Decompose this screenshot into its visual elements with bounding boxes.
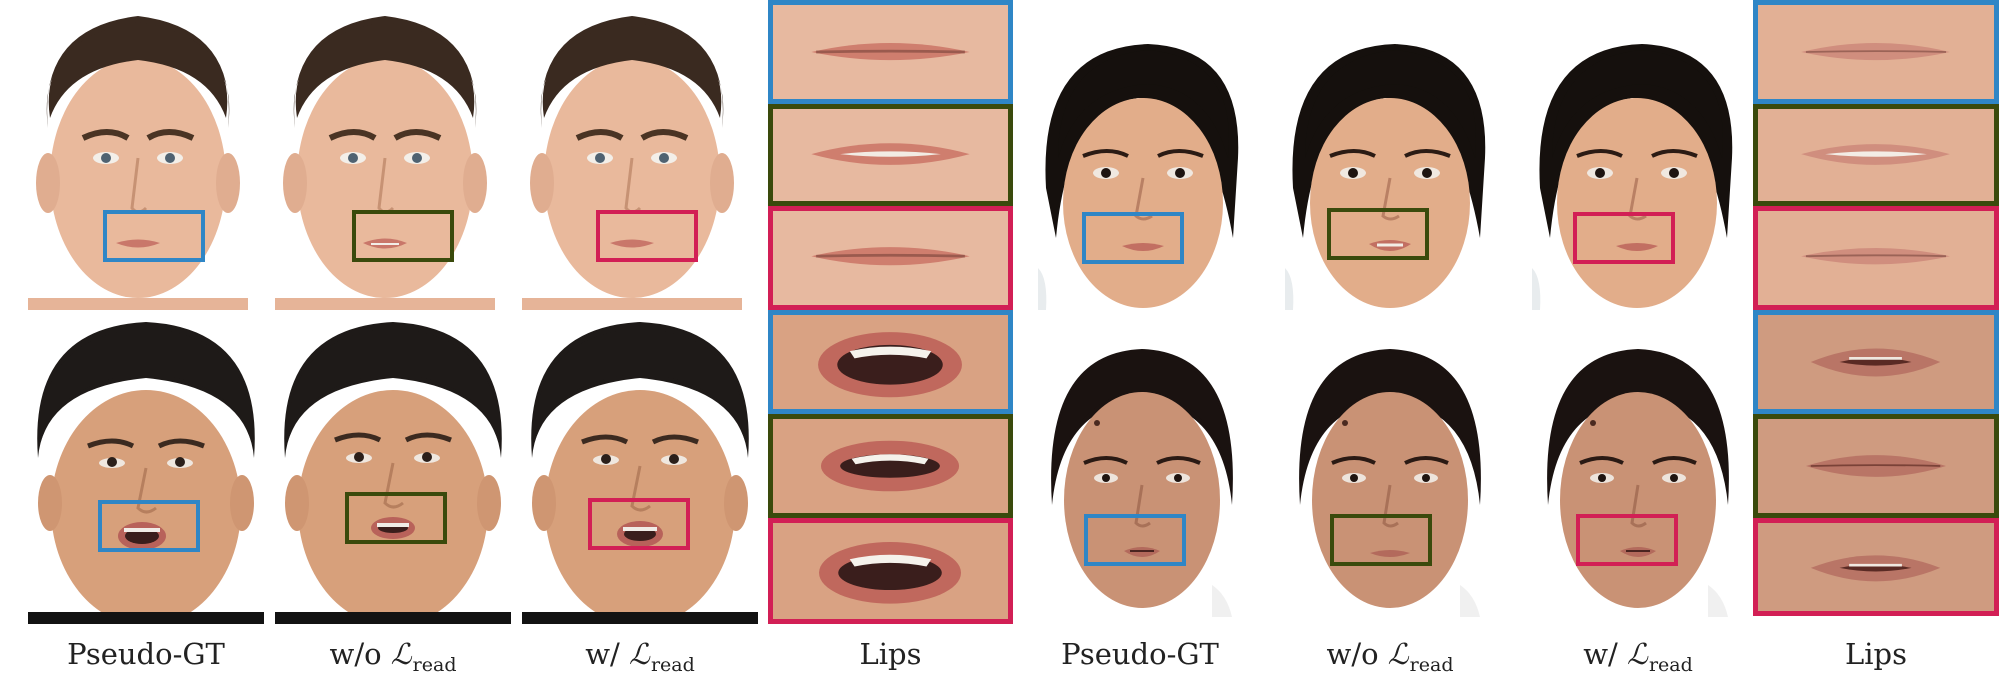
caption-prefix: w/o xyxy=(329,637,382,671)
lips-crop-left-r1-w-read xyxy=(768,206,1013,310)
lips-crop-right-r1-pseudo-gt xyxy=(1753,0,1999,104)
face-left-r2-pseudo-gt xyxy=(28,318,264,624)
loss-symbol: ℒ xyxy=(390,637,412,671)
face-left-r1-pseudo-gt xyxy=(28,8,248,310)
caption-right-lips: Lips xyxy=(1845,637,1907,671)
caption-prefix: w/o xyxy=(1326,637,1379,671)
caption-left-wo-read: w/o ℒread xyxy=(275,632,511,682)
loss-subscript: read xyxy=(1648,654,1693,676)
highlight-box-left-r1-pseudo-gt xyxy=(103,210,205,262)
face-right-r2-pseudo-gt xyxy=(1042,345,1242,617)
caption-left-lips: Lips xyxy=(859,637,922,671)
loss-subscript: read xyxy=(1409,654,1454,676)
face-left-r2-w-read xyxy=(522,318,758,624)
loss-subscript: read xyxy=(412,654,457,676)
highlight-box-left-r1-wo-read xyxy=(352,210,454,262)
face-left-r1-w-read xyxy=(522,8,742,310)
highlight-box-left-r2-w-read xyxy=(588,498,690,550)
loss-symbol: ℒ xyxy=(1627,637,1648,671)
caption-prefix: w/ xyxy=(1583,637,1618,671)
loss-symbol: ℒ xyxy=(1387,637,1409,671)
highlight-box-right-r2-w-read xyxy=(1576,514,1678,566)
highlight-box-right-r1-pseudo-gt xyxy=(1082,212,1184,264)
lips-crop-right-r2-wo-read xyxy=(1753,414,1999,518)
face-right-r2-wo-read xyxy=(1290,345,1490,617)
lips-crop-left-r2-pseudo-gt xyxy=(768,310,1013,414)
lips-crop-left-r2-wo-read xyxy=(768,414,1013,518)
caption-left-w-read: w/ ℒread xyxy=(522,632,758,682)
face-right-r1-wo-read xyxy=(1285,38,1490,310)
caption-right-w-read: w/ ℒread xyxy=(1528,632,1748,682)
highlight-box-right-r1-wo-read xyxy=(1327,208,1429,260)
face-left-r2-wo-read xyxy=(275,318,511,624)
highlight-box-right-r2-pseudo-gt xyxy=(1084,514,1186,566)
caption-right-pseudo-gt: Pseudo-GT xyxy=(1061,637,1219,671)
lips-crop-right-r2-w-read xyxy=(1753,518,1999,616)
loss-symbol: ℒ xyxy=(629,637,650,671)
face-right-r1-pseudo-gt xyxy=(1038,38,1243,310)
highlight-box-left-r1-w-read xyxy=(596,210,698,262)
lips-crop-right-r1-wo-read xyxy=(1753,104,1999,206)
caption-right-wo-read: w/o ℒread xyxy=(1280,632,1500,682)
loss-subscript: read xyxy=(650,654,695,676)
highlight-box-right-r1-w-read xyxy=(1573,212,1675,264)
highlight-box-left-r2-wo-read xyxy=(345,492,447,544)
lips-crop-left-r1-pseudo-gt xyxy=(768,0,1013,104)
lips-crop-left-r1-wo-read xyxy=(768,104,1013,206)
face-left-r1-wo-read xyxy=(275,8,495,310)
lips-crop-left-r2-w-read xyxy=(768,518,1013,624)
face-right-r1-w-read xyxy=(1532,38,1737,310)
face-right-r2-w-read xyxy=(1538,345,1738,617)
highlight-box-left-r2-pseudo-gt xyxy=(98,500,200,552)
caption-prefix: w/ xyxy=(585,637,620,671)
caption-left-pseudo-gt: Pseudo-GT xyxy=(67,637,225,671)
lips-crop-right-r2-pseudo-gt xyxy=(1753,310,1999,414)
lips-crop-right-r1-w-read xyxy=(1753,206,1999,310)
highlight-box-right-r2-wo-read xyxy=(1330,514,1432,566)
